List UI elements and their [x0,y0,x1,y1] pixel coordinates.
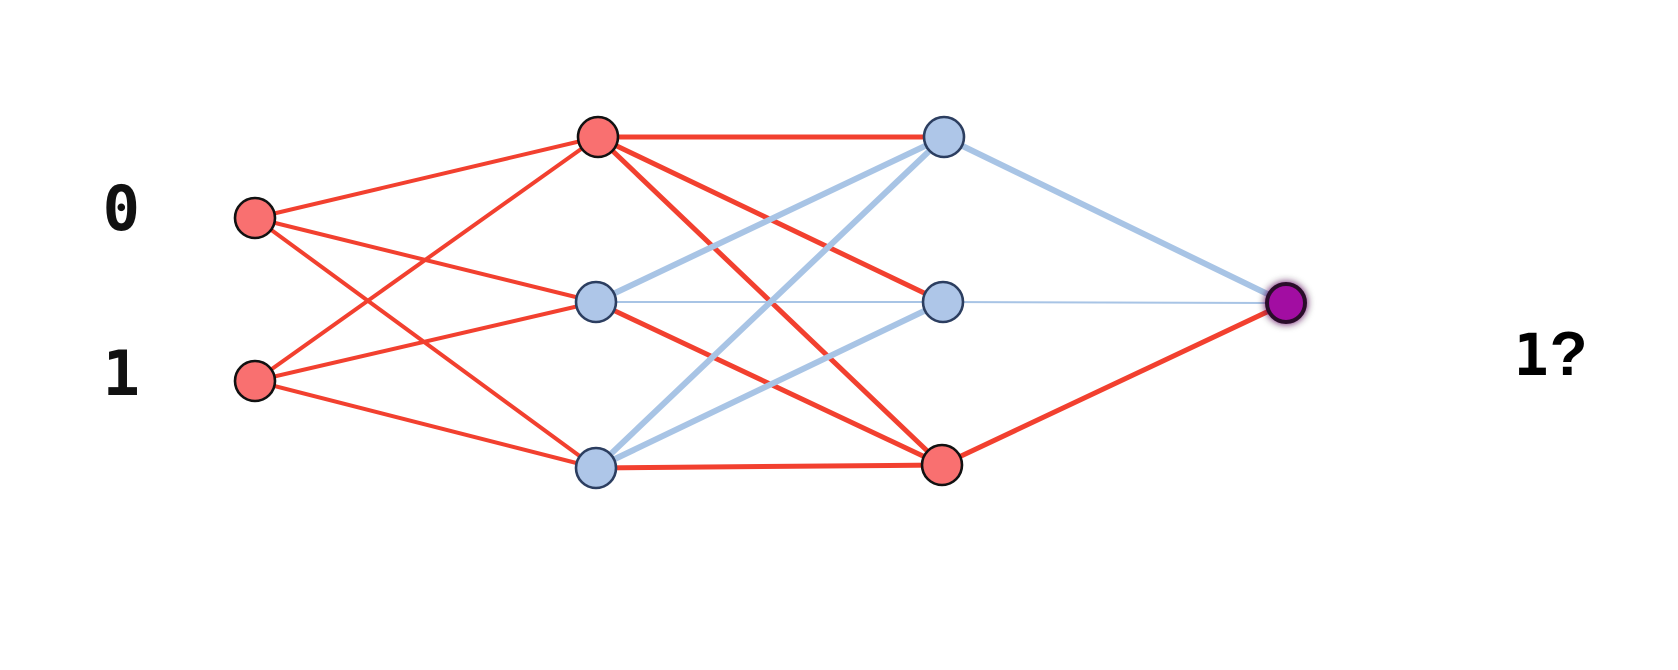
input-label-1: 1 [102,337,140,410]
node-h1a[interactable] [576,115,620,159]
edge-h1c-h2c [593,462,945,471]
node-out[interactable] [1265,282,1307,324]
output-question-mark: ? [1549,320,1589,389]
node-h2a[interactable] [922,115,966,159]
edge-i1-h1b [253,300,598,383]
edge-h2c-out [939,300,1289,468]
output-label: 1? [1370,266,1588,444]
node-i1[interactable] [233,359,277,403]
edge-h2a-out [941,134,1289,306]
edge-layer [253,134,1289,471]
node-h2b[interactable] [921,280,965,324]
edge-i1-h1a [253,135,600,383]
edge-i1-h1c [253,379,598,470]
node-h1b[interactable] [574,280,618,324]
edge-h2b-out [942,301,1287,304]
input-label-0: 0 [102,172,140,245]
node-h1c[interactable] [574,446,618,490]
edge-h1c-h2a [593,134,947,471]
node-i0[interactable] [233,196,277,240]
node-layer [233,115,1307,490]
edge-h1c-h2b [593,299,946,471]
output-answer-value: 1 [1513,321,1550,389]
edge-i0-h1a [253,135,600,220]
node-h2c[interactable] [920,443,964,487]
edge-h1b-h2a [593,134,947,305]
